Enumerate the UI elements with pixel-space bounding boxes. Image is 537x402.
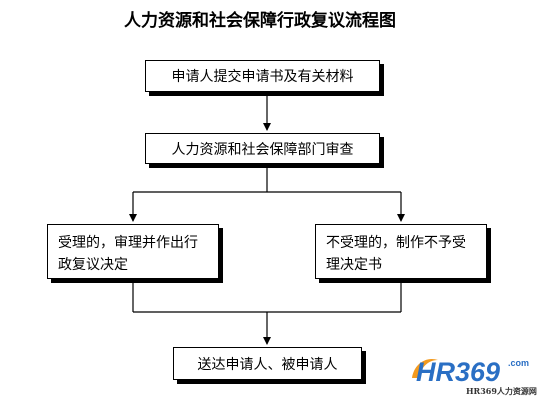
hr369-logo: HR369 .com HR369人力资源网: [408, 348, 537, 398]
step-submit-label: 申请人提交申请书及有关材料: [171, 69, 354, 85]
step-rejected: 不受理的，制作不予受理决定书: [315, 224, 487, 279]
logo-tagline: HR369人力资源网: [466, 386, 537, 396]
step-accepted-label: 受理的，审理并作出行政复议决定: [58, 235, 198, 273]
step-submit: 申请人提交申请书及有关材料: [145, 60, 380, 92]
page-title: 人力资源和社会保障行政复议流程图: [124, 11, 396, 31]
step-rejected-label: 不受理的，制作不予受理决定书: [326, 235, 466, 273]
logo-brand: HR369: [416, 357, 500, 387]
step-deliver-label: 送达申请人、被申请人: [197, 356, 338, 373]
step-deliver: 送达申请人、被申请人: [173, 347, 362, 380]
step-review: 人力资源和社会保障部门审查: [145, 133, 380, 164]
step-accepted: 受理的，审理并作出行政复议决定: [47, 224, 219, 279]
step-review-label: 人力资源和社会保障部门审查: [171, 141, 354, 158]
logo-domain: .com: [508, 358, 529, 368]
logo-swoosh-icon: [412, 358, 438, 378]
